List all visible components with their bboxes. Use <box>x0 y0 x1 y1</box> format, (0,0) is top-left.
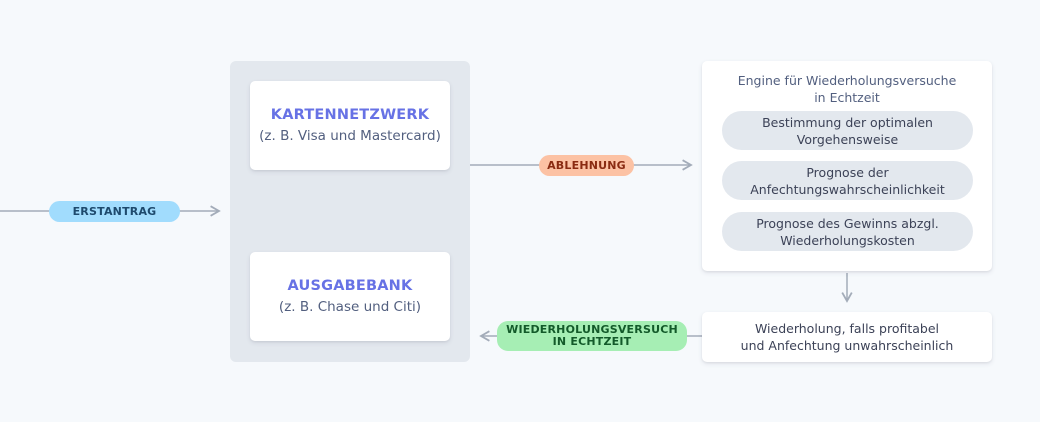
engine-item-profit-prediction: Prognose des Gewinns abzgl. Wiederholung… <box>722 212 973 251</box>
card-network-box: KARTENNETZWERK (z. B. Visa und Mastercar… <box>250 81 450 170</box>
engine-item-optimal-action: Bestimmung der optimalen Vorgehensweise <box>722 111 973 150</box>
retry-decision-box: Wiederholung, falls profitabel und Anfec… <box>702 312 992 362</box>
engine-item-line1: Bestimmung der optimalen <box>762 114 933 130</box>
retry-decision-line2: und Anfechtung unwahrscheinlich <box>740 338 954 353</box>
retry-engine-title: Engine für Wiederholungsversuche in Echt… <box>738 72 957 106</box>
engine-item-line1: Prognose der <box>806 164 889 180</box>
realtime-retry-label: WIEDERHOLUNGSVERSUCH IN ECHTZEIT <box>497 321 687 351</box>
card-network-title: KARTENNETZWERK <box>270 107 430 123</box>
realtime-retry-line2: IN ECHTZEIT <box>552 335 632 348</box>
issuer-bank-title: AUSGABEBANK <box>287 278 413 294</box>
engine-item-line2: Wiederholungskosten <box>780 232 915 248</box>
engine-item-line2: Vorgehensweise <box>796 131 899 147</box>
realtime-retry-line1: WIEDERHOLUNGSVERSUCH <box>506 323 678 336</box>
engine-item-line1: Prognose des Gewinns abzgl. <box>756 215 939 231</box>
decline-label: ABLEHNUNG <box>539 155 634 176</box>
engine-item-line2: Anfechtungswahrscheinlichkeit <box>750 181 945 197</box>
initial-request-label: ERSTANTRAG <box>49 201 180 222</box>
retry-decision-line1: Wiederholung, falls profitabel <box>754 321 940 336</box>
retry-engine-title-line2: in Echtzeit <box>814 90 880 105</box>
issuer-bank-box: AUSGABEBANK (z. B. Chase und Citi) <box>250 252 450 341</box>
card-network-subtitle: (z. B. Visa und Mastercard) <box>259 128 441 144</box>
engine-item-dispute-prediction: Prognose der Anfechtungswahrscheinlichke… <box>722 161 973 200</box>
issuer-bank-subtitle: (z. B. Chase und Citi) <box>278 299 422 315</box>
retry-engine-title-line1: Engine für Wiederholungsversuche <box>737 73 957 88</box>
